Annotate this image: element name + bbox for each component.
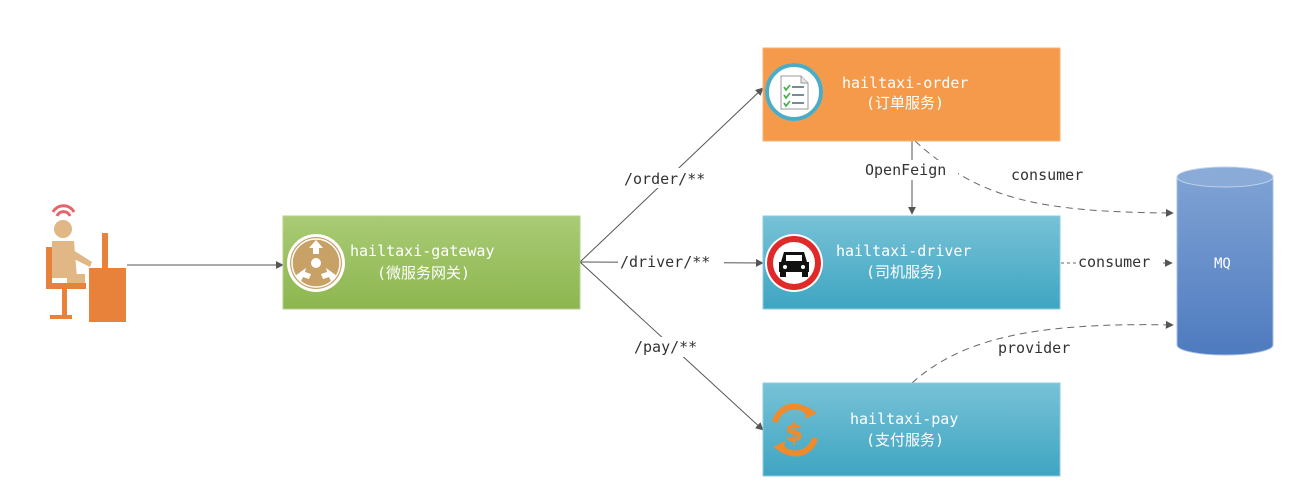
pay-subtitle: (支付服务) [866, 431, 944, 449]
no-car-sign-icon [765, 234, 823, 292]
edge-label-driver-consumer: consumer [1078, 253, 1150, 271]
pay-title: hailtaxi-pay [850, 410, 958, 428]
driver-title: hailtaxi-driver [836, 242, 971, 260]
edge-label-order-consumer: consumer [1011, 166, 1083, 184]
edge-label-openfeign: OpenFeign [865, 161, 946, 179]
edge-labels: /order/** /driver/** /pay/** OpenFeign c… [618, 160, 1162, 357]
pay-node[interactable]: $ hailtaxi-pay (支付服务) [762, 382, 1061, 477]
gateway-node[interactable]: hailtaxi-gateway (微服务网关) [282, 215, 581, 310]
dollar-cycle-icon: $ [772, 403, 818, 457]
user-at-desk-icon [46, 204, 126, 322]
order-node[interactable]: hailtaxi-order (订单服务) [762, 47, 1061, 142]
document-checklist-icon [765, 63, 823, 121]
order-title: hailtaxi-order [842, 74, 968, 92]
edge-label-order: /order/** [624, 170, 705, 188]
edge-label-pay-provider: provider [998, 339, 1070, 357]
order-subtitle: (订单服务) [866, 94, 944, 112]
edge-label-pay: /pay/** [634, 338, 697, 356]
gateway-title: hailtaxi-gateway [350, 242, 495, 260]
gateway-subtitle: (微服务网关) [377, 264, 470, 282]
mq-label: MQ [1214, 256, 1231, 272]
svg-text:$: $ [785, 418, 803, 448]
driver-node[interactable]: hailtaxi-driver (司机服务) [762, 215, 1061, 310]
edge-label-driver: /driver/** [620, 253, 710, 271]
edge-pay-mq [911, 320, 1174, 384]
arrows-hub-icon [287, 234, 345, 292]
mq-cylinder[interactable]: MQ [1176, 166, 1274, 356]
driver-subtitle: (司机服务) [866, 263, 944, 281]
